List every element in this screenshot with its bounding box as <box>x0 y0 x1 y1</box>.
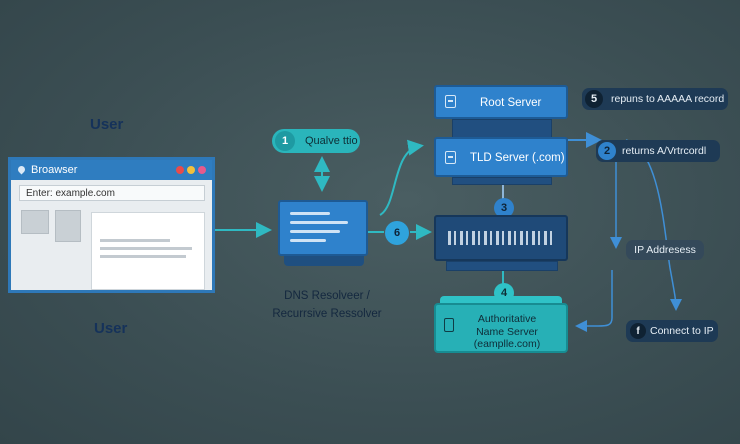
connect-icon: f <box>630 323 646 339</box>
step6-badge: 6 <box>385 221 409 245</box>
page-thumbnail <box>55 210 81 242</box>
step2-pill: 2 returns A/Vrtrcordl <box>596 140 720 162</box>
tld-server-box: TLD Server (.com) <box>434 137 568 177</box>
resolver-caption-line2: Recurrsive Ressolver <box>272 308 382 320</box>
rack-server-base <box>446 261 558 271</box>
tld-server-label: TLD Server (.com) <box>470 152 565 164</box>
address-bar[interactable]: Enter: example.com <box>19 185 205 201</box>
root-server-rack <box>452 119 552 139</box>
dns-resolver-box <box>278 200 368 256</box>
page-content-card <box>91 212 205 290</box>
arrow-right-curve <box>625 139 682 311</box>
step5-pill: 5 repuns to AAAAA record <box>582 88 728 110</box>
browser-window: Broawser Enter: example.com <box>8 157 215 293</box>
step1-label: Qualve ttio <box>305 135 358 147</box>
step5-label: repuns to AAAAA record <box>611 93 725 105</box>
step5-number: 5 <box>585 90 603 108</box>
resolver-line <box>290 230 340 233</box>
ip-address-label: IP Addresess <box>634 244 696 256</box>
content-line <box>100 247 192 250</box>
step2-label: returns A/Vrtrcordl <box>622 145 707 157</box>
dns-resolver-base <box>284 256 364 266</box>
ip-address-pill: IP Addresess <box>626 240 704 260</box>
arrow-ip-auth <box>575 270 613 332</box>
user-label-bottom: User <box>94 320 128 337</box>
resolver-caption: DNS Resolveer / Recurrsive Ressolver <box>252 287 402 323</box>
content-line <box>100 239 170 242</box>
connect-label: Connect to IP <box>650 325 714 337</box>
user-label-top: User <box>90 116 124 133</box>
auth-server-top <box>440 296 562 305</box>
root-server-label: Root Server <box>480 97 542 109</box>
connect-pill: f Connect to IP <box>626 320 718 342</box>
auth-server-line2: Name Server <box>476 325 538 338</box>
resolver-caption-line1: DNS Resolveer / <box>284 290 370 302</box>
root-server-box: Root Server <box>434 85 568 119</box>
server-icon <box>445 95 456 108</box>
browser-title: Broawser <box>31 164 78 176</box>
auth-server-line3: (eamplle.com) <box>473 338 541 350</box>
browser-titlebar: Broawser <box>11 160 212 180</box>
step2-number: 2 <box>598 142 616 160</box>
arrow-resolver-tld <box>379 139 424 216</box>
minimize-dot-icon[interactable] <box>187 166 195 174</box>
authoritative-server-box: Authoritative Name Server (eamplle.com) <box>434 303 568 353</box>
resolver-line <box>290 239 326 242</box>
step1-pill: 1 Qualve ttio <box>272 129 360 153</box>
resolver-line <box>290 212 330 215</box>
step1-number: 1 <box>275 131 295 151</box>
resolver-line <box>290 221 348 224</box>
rack-server-lights <box>448 231 554 245</box>
server-icon <box>444 318 454 332</box>
maximize-dot-icon[interactable] <box>198 166 206 174</box>
close-dot-icon[interactable] <box>176 166 184 174</box>
tld-server-base <box>452 177 552 185</box>
rack-server-box: ▐▌▐ ::▌▐▐▌ ▐▐▌▐ <box>434 215 568 261</box>
browser-logo-icon <box>16 164 27 175</box>
step3-badge: 3 <box>494 198 514 218</box>
server-icon <box>445 151 456 164</box>
content-line <box>100 255 186 258</box>
auth-server-line1: Authoritative <box>477 313 537 325</box>
page-thumbnail <box>21 210 49 234</box>
